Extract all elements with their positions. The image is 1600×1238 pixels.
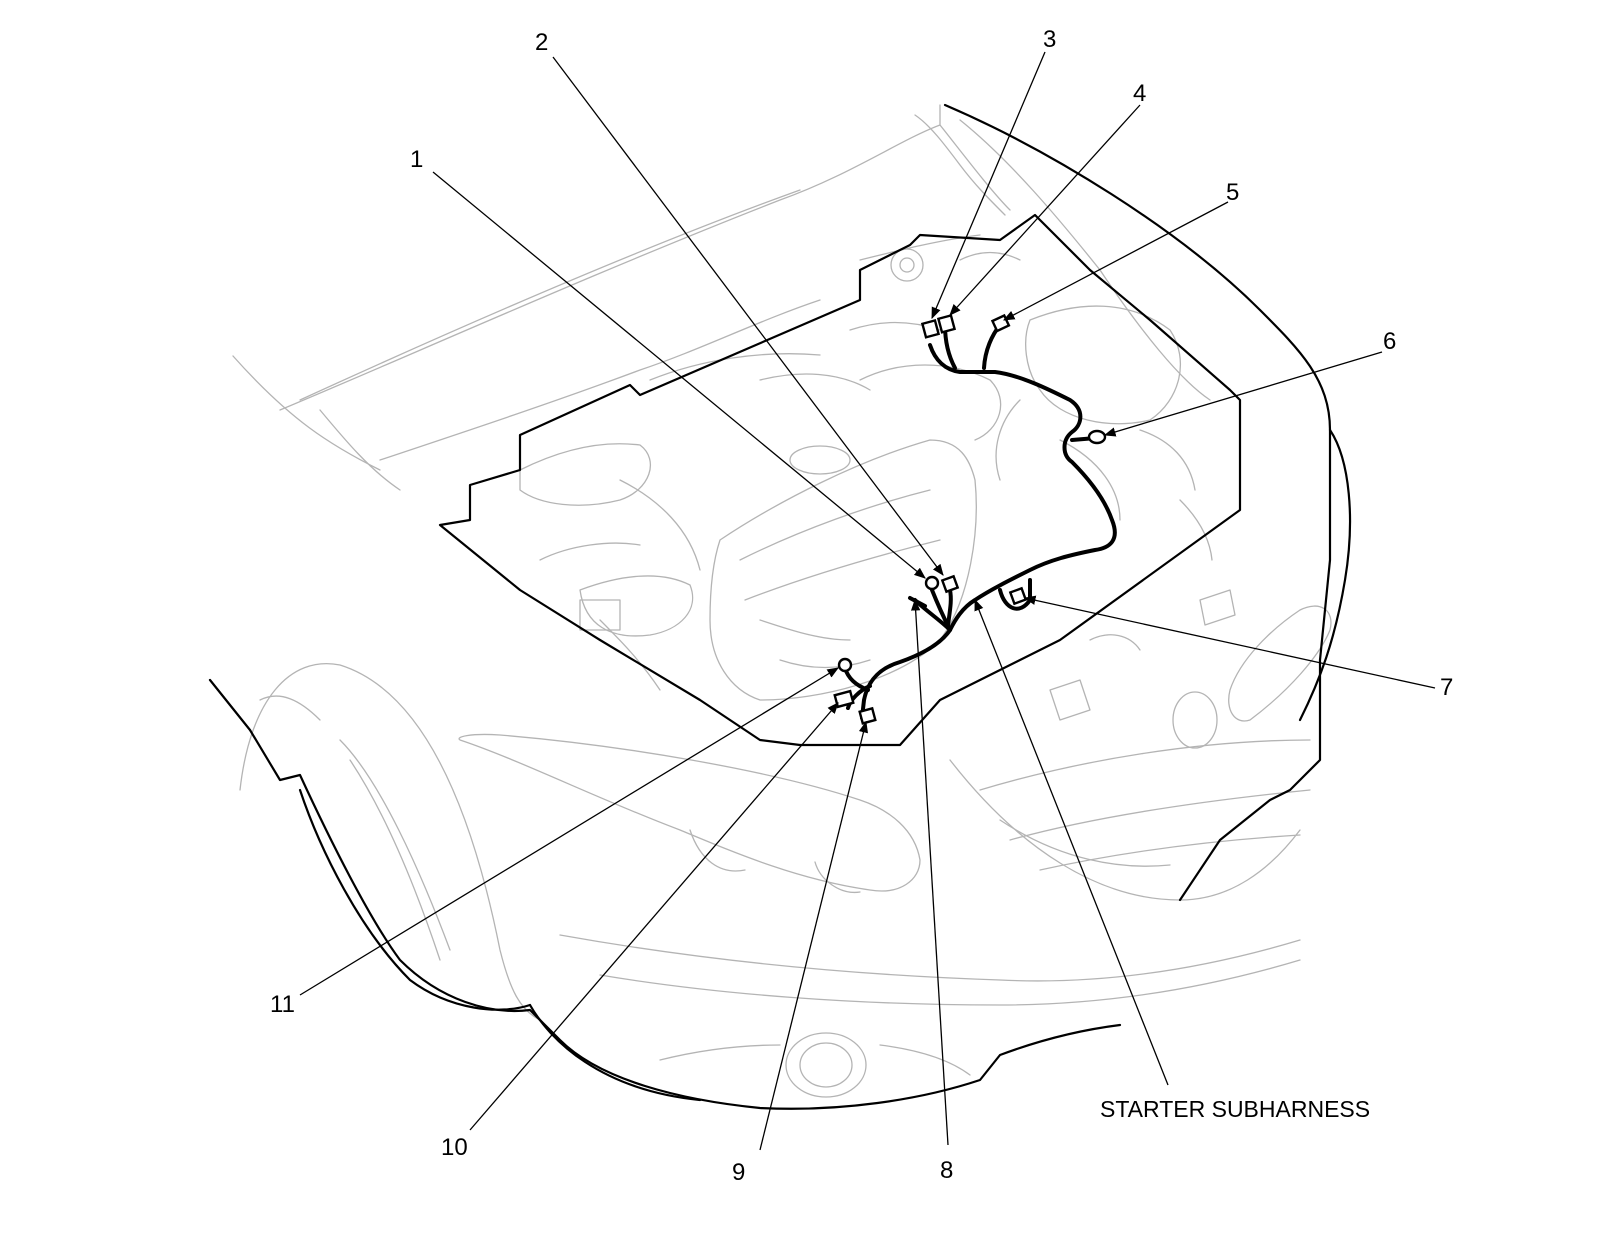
connector-7 — [1008, 586, 1028, 606]
connector-9 — [858, 706, 877, 725]
connector-11 — [837, 657, 853, 673]
callout-labels: 1 2 3 4 5 6 7 8 9 10 11 STARTER SUBHARNE… — [270, 26, 1453, 1186]
leader-3 — [931, 51, 1046, 320]
callout-9: 9 — [732, 1159, 745, 1186]
callout-10: 10 — [441, 1134, 468, 1161]
leader-11 — [299, 667, 839, 996]
leader-5 — [1002, 201, 1229, 321]
leader-8 — [910, 598, 949, 1146]
callout-5: 5 — [1226, 179, 1239, 206]
leader-starter-subharness — [974, 598, 1169, 1086]
connector-2 — [940, 574, 960, 594]
callout-6: 6 — [1383, 328, 1396, 355]
connector-3 — [920, 318, 941, 339]
callout-1: 1 — [410, 146, 423, 173]
leader-4 — [949, 104, 1141, 316]
callout-3: 3 — [1043, 26, 1056, 53]
callout-11: 11 — [270, 991, 295, 1018]
vehicle-drawing — [208, 103, 1352, 1110]
callout-8: 8 — [940, 1157, 953, 1184]
connectors — [833, 313, 1107, 725]
connector-10 — [833, 689, 855, 709]
callout-2: 2 — [535, 29, 548, 56]
callout-7: 7 — [1440, 674, 1453, 701]
callout-4: 4 — [1133, 80, 1146, 107]
harness-main-trunk — [860, 343, 1117, 720]
leader-7 — [1023, 595, 1436, 689]
connector-5 — [990, 313, 1011, 333]
leader-1 — [432, 171, 926, 579]
engine-wire-harness — [843, 323, 1117, 720]
leader-9 — [759, 720, 869, 1151]
leader-lines — [299, 51, 1436, 1151]
starter-subharness-label: STARTER SUBHARNESS — [1100, 1096, 1370, 1122]
leader-2 — [552, 56, 944, 576]
connector-1 — [924, 575, 940, 591]
connector-6 — [1087, 429, 1107, 445]
leader-10 — [469, 702, 839, 1131]
leader-6 — [1103, 351, 1383, 437]
connector-4 — [936, 313, 957, 334]
